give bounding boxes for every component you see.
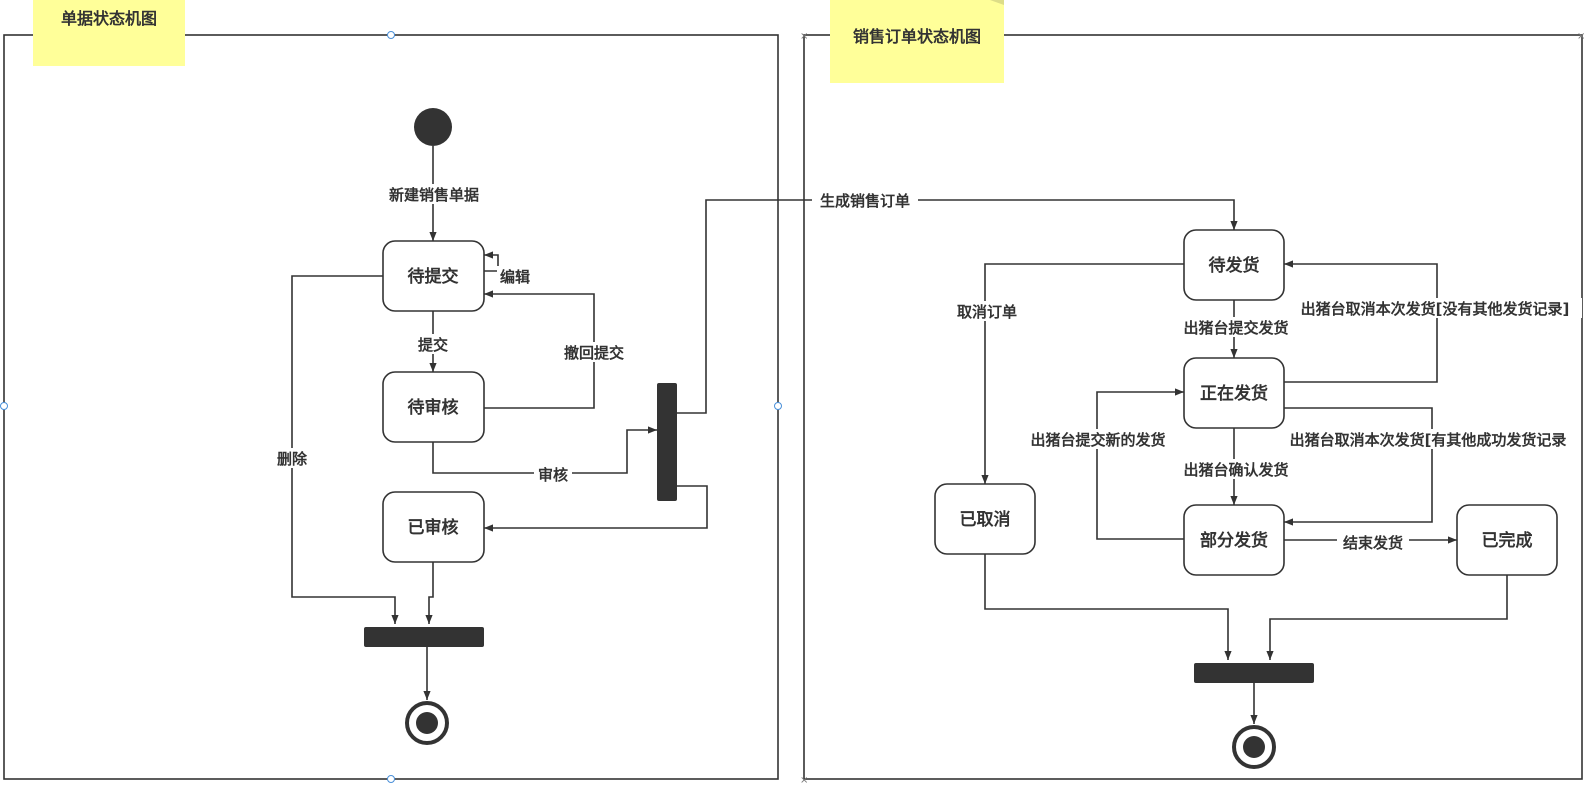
edge-review <box>432 426 657 474</box>
left-title: 单据状态机图 <box>61 9 157 28</box>
svg-text:已取消: 已取消 <box>960 509 1011 530</box>
svg-text:部分发货: 部分发货 <box>1200 530 1268 551</box>
state-completed[interactable]: 已完成 <box>1456 504 1558 576</box>
state-partial[interactable]: 部分发货 <box>1183 504 1285 576</box>
edge-cancel <box>981 263 1184 484</box>
svg-text:待审核: 待审核 <box>408 397 459 418</box>
label-create: 新建销售单据 <box>389 186 479 204</box>
state-pending-review[interactable]: 待审核 <box>382 371 485 443</box>
label-submit: 提交 <box>418 336 448 354</box>
final-node <box>405 701 449 745</box>
label-review: 审核 <box>538 466 568 484</box>
label-generate-order: 生成销售订单 <box>820 192 910 210</box>
label-confirm: 出猪台确认发货 <box>1183 461 1288 479</box>
edge-delete <box>291 275 399 624</box>
edge-edit <box>484 251 499 272</box>
edge-generate-order <box>677 199 1238 414</box>
resize-handle[interactable] <box>0 402 8 410</box>
svg-text:待发货: 待发货 <box>1209 255 1260 276</box>
resize-handle[interactable] <box>387 775 395 783</box>
state-pending-ship[interactable]: 待发货 <box>1183 229 1285 301</box>
label-edit: 编辑 <box>500 268 530 286</box>
corner-mark-icon: × <box>800 775 808 786</box>
state-shipping[interactable]: 正在发货 <box>1183 357 1285 429</box>
label-delete: 删除 <box>277 450 308 468</box>
right-title: 销售订单状态机图 <box>853 27 981 46</box>
label-cancel: 取消订单 <box>957 303 1017 321</box>
fork-bar <box>657 383 677 501</box>
edge-completed-to-join <box>1266 575 1508 660</box>
left-title-note: 单据状态机图 <box>33 0 185 66</box>
edge-cancel-other <box>1284 407 1433 526</box>
state-pending-submit[interactable]: 待提交 <box>382 240 485 312</box>
label-submit-new: 出猪台提交新的发货 <box>1030 431 1165 449</box>
svg-text:待提交: 待提交 <box>408 266 459 287</box>
svg-text:已完成: 已完成 <box>1482 530 1533 551</box>
state-reviewed[interactable]: 已审核 <box>382 491 485 563</box>
label-finish: 结束发货 <box>1343 534 1403 552</box>
initial-node <box>414 108 452 146</box>
resize-handle[interactable] <box>387 31 395 39</box>
edge-cancel-none <box>1284 260 1438 383</box>
label-cancel-none: 出猪台取消本次发货[没有其他发货记录] <box>1301 300 1570 318</box>
svg-text:正在发货: 正在发货 <box>1200 383 1268 404</box>
right-title-note: 销售订单状态机图 <box>830 0 1004 83</box>
svg-text:已审核: 已审核 <box>408 517 459 538</box>
label-cancel-other: 出猪台取消本次发货[有其他成功发货记录 <box>1290 431 1567 449</box>
edge-fork-to-reviewed <box>484 485 708 532</box>
join-bar <box>364 627 484 647</box>
corner-mark-icon: × <box>800 31 808 42</box>
label-withdraw: 撤回提交 <box>564 344 624 362</box>
resize-handle[interactable] <box>774 402 782 410</box>
corner-mark-icon: × <box>1577 31 1585 42</box>
state-cancelled[interactable]: 已取消 <box>934 483 1036 555</box>
final-node <box>1232 725 1276 769</box>
join-bar <box>1194 663 1314 683</box>
edge-submit-new <box>1096 388 1184 540</box>
right-frame: × × × <box>800 31 1585 786</box>
edge-reviewed-to-join <box>425 562 434 624</box>
left-frame <box>0 31 782 783</box>
edge-cancelled-to-join <box>984 554 1232 660</box>
label-submit-ship: 出猪台提交发货 <box>1183 319 1288 337</box>
